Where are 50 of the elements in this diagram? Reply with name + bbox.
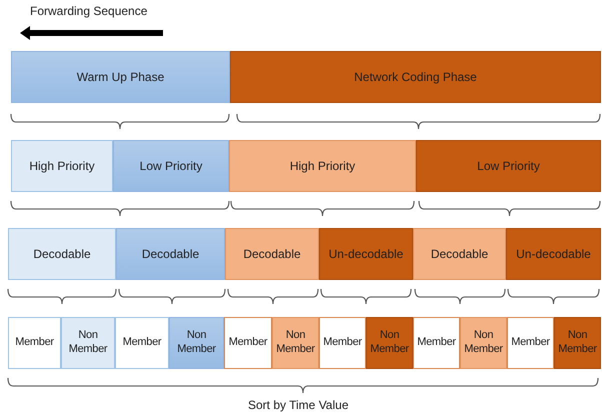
membership-box (272, 317, 319, 369)
box-label: Un-decodable (328, 246, 404, 262)
priority-box (229, 140, 416, 192)
priority-box (11, 140, 113, 192)
box-label: Member (511, 336, 550, 350)
box-label: Low Priority (140, 158, 202, 174)
membership-box (366, 317, 413, 369)
priority-box (416, 140, 601, 192)
sort-label: Sort by Time Value (248, 398, 348, 412)
box-label: Member (15, 336, 54, 350)
box-label: Warm Up Phase (76, 70, 164, 84)
decodability-box (116, 228, 225, 280)
decodability-box (8, 228, 116, 280)
membership-box (8, 317, 61, 369)
box-label: Member (228, 336, 268, 350)
membership-box (507, 317, 554, 369)
membership-box (554, 317, 601, 369)
membership-box (115, 317, 169, 369)
box-label: Non Member (463, 329, 504, 357)
membership-box (61, 317, 115, 369)
sequence-label: Forwarding Sequence (30, 4, 148, 18)
box-label: Un-decodable (516, 246, 591, 262)
priority-box (113, 140, 229, 192)
decodability-box (413, 228, 506, 280)
membership-box (169, 317, 224, 369)
phase-box (11, 51, 230, 103)
membership-box (319, 317, 366, 369)
box-label: Decodable (33, 246, 91, 262)
membership-box (460, 317, 507, 369)
box-label: Non Member (176, 329, 217, 357)
phase-box (230, 51, 601, 103)
box-label: Member (122, 336, 162, 350)
box-label: High Priority (290, 158, 356, 174)
box-label: High Priority (29, 158, 95, 174)
box-label: Decodable (430, 246, 488, 262)
box-label: Low Priority (477, 158, 540, 174)
membership-box (224, 317, 272, 369)
decodability-box (506, 228, 601, 280)
box-label: Member (323, 336, 362, 350)
box-label: Network Coding Phase (354, 70, 477, 84)
box-label: Non Member (68, 329, 108, 357)
box-label: Decodable (243, 246, 301, 262)
decodability-box (319, 228, 413, 280)
box-label: Non Member (557, 329, 598, 357)
box-label: Member (417, 336, 456, 350)
box-label: Decodable (142, 246, 200, 262)
decodability-box (225, 228, 319, 280)
membership-box (413, 317, 460, 369)
box-label: Non Member (275, 329, 316, 357)
box-label: Non Member (369, 329, 410, 357)
